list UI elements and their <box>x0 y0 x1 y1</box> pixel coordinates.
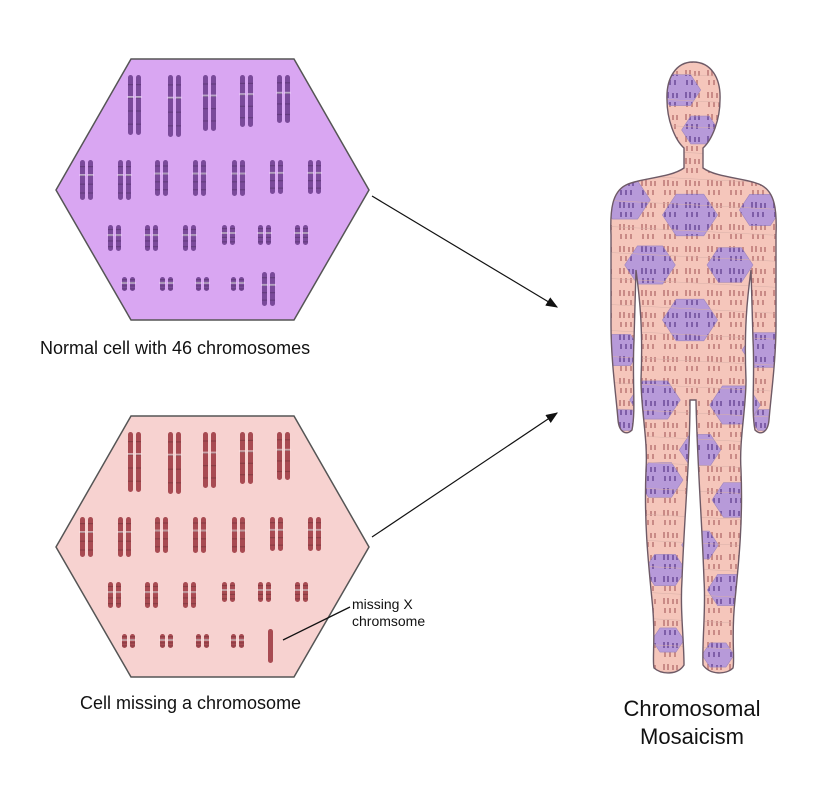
body-mosaic <box>610 62 777 673</box>
title-line2: Mosaicism <box>640 724 744 749</box>
human-body-figure <box>610 61 777 674</box>
arrow-normal-to-body <box>371 195 559 308</box>
body-outline <box>610 61 777 674</box>
callout-line1: missing X <box>352 596 413 612</box>
missing-x-callout: missing X chromsome <box>352 596 462 630</box>
missing-cell <box>55 415 370 678</box>
callout-line <box>282 606 351 641</box>
missing-cell-chromosomes <box>79 432 322 663</box>
missing-cell-label: Cell missing a chromosome <box>80 693 302 713</box>
normal-cell-label: Normal cell with 46 chromosomes <box>40 338 311 358</box>
normal-cell-hexagon <box>55 58 370 321</box>
callout-line2: chromsome <box>352 613 426 629</box>
normal-cell-chromosomes <box>79 75 322 306</box>
arrow-missing-to-body <box>371 412 558 538</box>
normal-cell <box>55 58 370 321</box>
missing-cell-hexagon <box>55 415 370 678</box>
figure-title: Chromosomal Mosaicism <box>592 695 792 751</box>
title-line1: Chromosomal <box>623 696 761 721</box>
